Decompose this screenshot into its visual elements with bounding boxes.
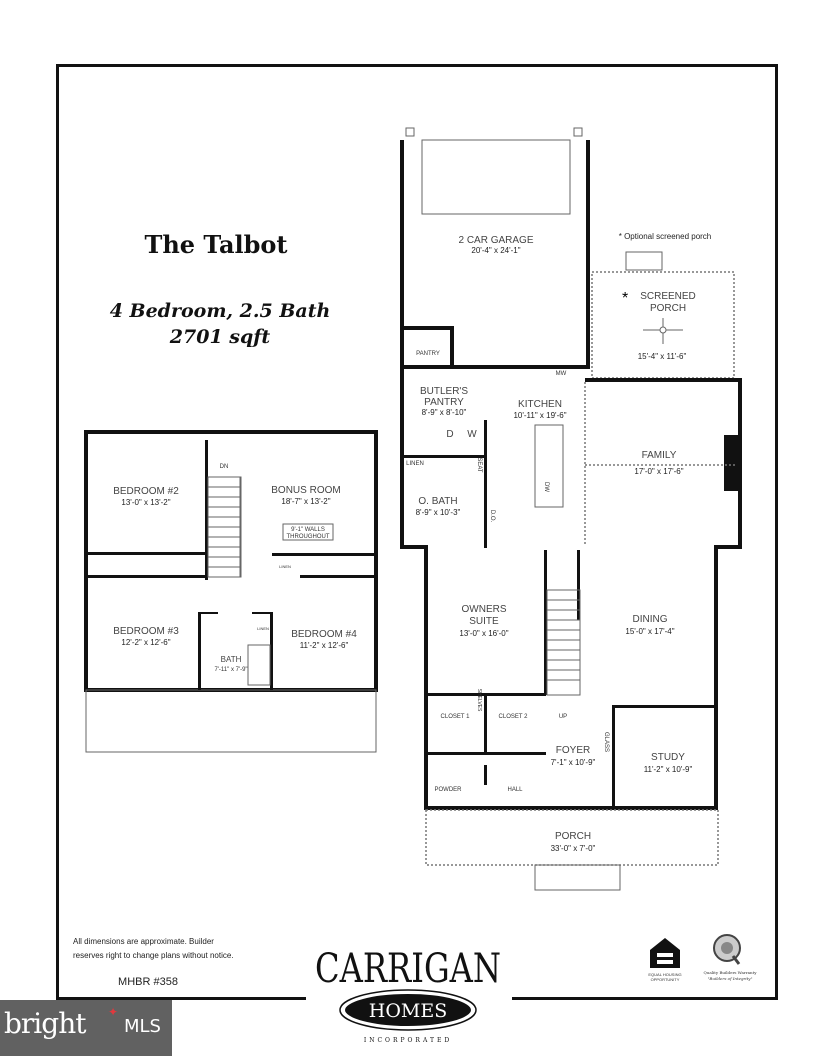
dishwasher-label: DW [543,482,549,492]
powder-label: POWDER [435,787,463,793]
closet-2-label: CLOSET 2 [499,714,529,720]
room-bonus-dim: 18'-7" x 13'-2" [281,497,330,506]
svg-text:Quality Builders Warranty: Quality Builders Warranty [704,970,758,975]
logo-incorporated: INCORPORATED [364,1037,452,1044]
bright-mls-watermark: bright ✦ MLS [0,1000,172,1056]
washer-label: W [467,429,477,440]
room-o-bath: O. BATH [418,496,457,507]
walls-note-1: 9'-1" WALLS [291,527,325,533]
room-porch: PORCH [555,831,591,842]
pantry-label: PANTRY [416,351,440,357]
plan-sqft: 2701 sqft [169,326,271,348]
room-bedroom-3: BEDROOM #3 [113,626,179,637]
linen-label: LINEN [257,626,269,631]
room-butlers-pantry-2: PANTRY [424,397,464,408]
watermark-star-icon: ✦ [108,1005,119,1019]
room-family-dim: 17'-0" x 17'-6" [634,467,683,476]
svg-text:OPPORTUNITY: OPPORTUNITY [651,977,680,982]
room-kitchen-dim: 10'-11" x 19'-6" [513,411,566,420]
walls-note-2: THROUGHOUT [287,534,330,540]
room-butlers-pantry: BUTLER'S [420,386,468,397]
closet-1-label: CLOSET 1 [441,714,471,720]
plan-subtitle: 4 Bedroom, 2.5 Bath [110,300,331,322]
room-bedroom-4-dim: 11'-2" x 12'-6" [300,641,349,650]
room-bath-dim: 7'-11" x 7'-9" [214,667,247,673]
seat-label: SEAT [476,457,482,473]
stairs-up-label: UP [559,714,567,720]
room-owners-suite-2: SUITE [469,616,499,627]
svg-text:"Builders of Integrity": "Builders of Integrity" [708,976,753,981]
room-screened-porch-dim: 15'-4" x 11'-6" [638,352,687,361]
room-bedroom-2: BEDROOM #2 [113,486,179,497]
asterisk: * [622,290,628,307]
equal-housing-icon: EQUAL HOUSING OPPORTUNITY [648,938,682,982]
room-family: FAMILY [642,450,677,461]
glass-label: GLASS [603,732,609,752]
room-foyer: FOYER [556,745,590,756]
room-dining: DINING [633,614,668,625]
linen-label-2: LINEN [279,564,291,569]
microwave-label: MW [556,371,567,377]
room-o-bath-dim: 8'-9" x 10'-3" [416,508,461,517]
room-kitchen: KITCHEN [518,399,562,410]
stairs [207,476,241,578]
room-study: STUDY [651,752,685,763]
dryer-label: D [446,429,453,440]
room-bedroom-2-dim: 13'-0" x 13'-2" [121,498,170,507]
room-dining-dim: 15'-0" x 17'-4" [625,627,674,636]
watermark-bright: bright [4,1007,86,1040]
room-screened-porch-2: PORCH [650,303,686,314]
license-number: MHBR #358 [118,976,178,988]
stairs-dn-label: DN [220,464,229,470]
logo-carrigan: CARRIGAN [315,946,501,992]
plan-title: The Talbot [144,230,287,259]
room-study-dim: 11'-2" x 10'-9" [644,765,693,774]
first-floor-plan: 2 CAR GARAGE 20'-4" x 24'-1" * Optional … [400,127,742,891]
room-butlers-pantry-dim: 8'-9" x 8'-10" [422,408,467,417]
room-screened-porch: SCREENED [640,291,696,302]
logo-homes: HOMES [369,1000,448,1022]
linen-closet-label: LINEN [406,461,424,467]
hall-label: HALL [507,787,523,793]
svg-text:EQUAL HOUSING: EQUAL HOUSING [648,972,681,977]
disclaimer-line-2: reserves right to change plans without n… [73,951,234,960]
room-garage-dim: 20'-4" x 24'-1" [471,246,520,255]
room-porch-dim: 33'-0" x 7'-0" [551,844,596,853]
room-garage: 2 CAR GARAGE [458,235,533,246]
page-frame [56,64,778,1000]
shelves-label: SHELVES [476,689,482,712]
room-bonus: BONUS ROOM [271,485,340,496]
main-stairs [546,589,581,696]
disclaimer-line-1: All dimensions are approximate. Builder [73,937,214,946]
room-bedroom-4: BEDROOM #4 [291,629,357,640]
room-owners-suite: OWNERS [462,604,507,615]
optional-porch-note: * Optional screened porch [619,232,712,241]
watermark-mls: MLS [124,1016,161,1037]
room-owners-suite-dim: 13'-0" x 16'-0" [459,629,508,638]
room-bedroom-3-dim: 12'-2" x 12'-6" [121,638,170,647]
room-bath: BATH [221,655,242,664]
second-floor-plan: DN BEDROOM #2 13'-0" x 13'-2" BONUS ROOM… [84,430,378,753]
room-foyer-dim: 7'-1" x 10'-9" [551,758,596,767]
carrigan-homes-logo: CARRIGAN HOMES INCORPORATED [315,946,501,1044]
do-label: D.O. [489,510,495,523]
quality-warranty-icon: Quality Builders Warranty "Builders of I… [704,934,758,981]
